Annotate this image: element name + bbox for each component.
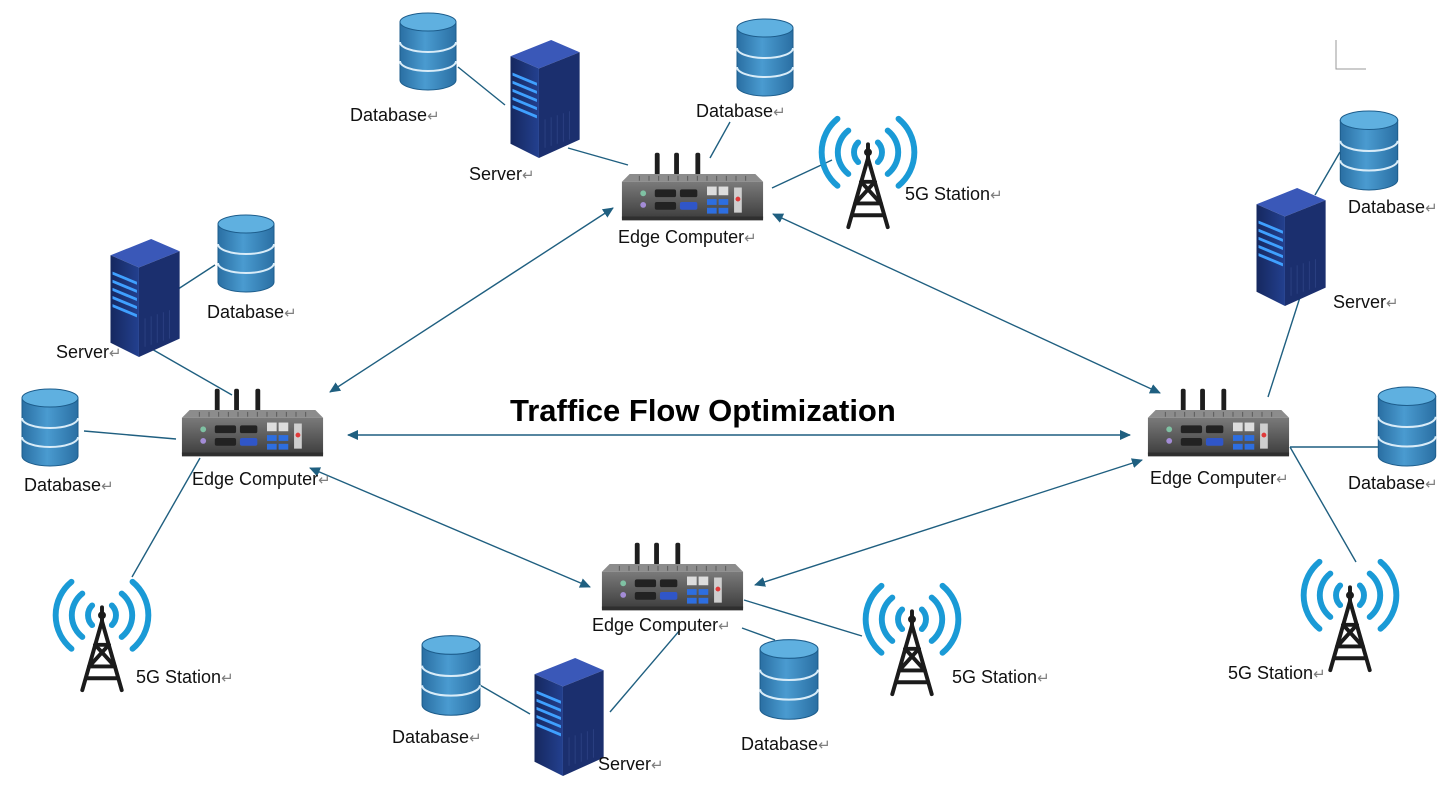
connector-left-server-edge bbox=[149, 347, 233, 396]
connector-left-station-edge bbox=[131, 457, 201, 578]
label-left-5g-station: 5G Station↵ bbox=[136, 667, 234, 687]
label-bottom-database-2: Database↵ bbox=[741, 734, 831, 754]
connector-top-db2-edge bbox=[709, 121, 731, 159]
database-icon bbox=[736, 18, 794, 97]
5g-station-icon bbox=[1304, 562, 1397, 670]
label-bottom-server: Server↵ bbox=[598, 754, 664, 774]
database-icon bbox=[1339, 110, 1399, 191]
label-top-5g-station: 5G Station↵ bbox=[905, 184, 1003, 204]
label-bottom-edge-computer: Edge Computer↵ bbox=[592, 615, 731, 635]
flow-arrow-bottom-right bbox=[754, 458, 1143, 587]
label-top-database-1: Database↵ bbox=[350, 105, 440, 125]
database-icon bbox=[1377, 386, 1437, 467]
label-left-database-2: Database↵ bbox=[24, 475, 114, 495]
database-icon bbox=[399, 12, 457, 91]
connector-top-db1-server bbox=[457, 66, 506, 106]
label-right-5g-station: 5G Station↵ bbox=[1228, 663, 1326, 683]
label-top-edge-computer: Edge Computer↵ bbox=[618, 227, 757, 247]
connector-right-server-edge bbox=[1267, 290, 1303, 398]
label-top-database-2: Database↵ bbox=[696, 101, 786, 121]
page-corner-mark bbox=[1335, 40, 1366, 70]
edge-computer-icon bbox=[621, 152, 764, 221]
connector-right-db1-server bbox=[1314, 151, 1341, 196]
diagram-title: Traffice Flow Optimization bbox=[510, 393, 896, 428]
edge-computer-icon bbox=[1147, 388, 1290, 457]
server-icon bbox=[509, 39, 581, 159]
label-right-database-2: Database↵ bbox=[1348, 473, 1438, 493]
flow-arrow-top-left bbox=[329, 207, 614, 393]
label-bottom-5g-station: 5G Station↵ bbox=[952, 667, 1050, 687]
5g-station-icon bbox=[56, 582, 149, 690]
database-icon bbox=[421, 634, 481, 717]
connector-top-server-edge bbox=[567, 147, 629, 166]
traffic-flow-arrows bbox=[309, 207, 1161, 588]
label-bottom-database-1: Database↵ bbox=[392, 727, 482, 747]
label-right-database-1: Database↵ bbox=[1348, 197, 1438, 217]
5g-station-icon bbox=[822, 119, 915, 227]
server-icon bbox=[109, 238, 181, 358]
connector-lines bbox=[83, 66, 1378, 715]
database-icon bbox=[20, 387, 80, 468]
label-right-edge-computer: Edge Computer↵ bbox=[1150, 468, 1289, 488]
connector-bottom-station-edge bbox=[743, 599, 863, 637]
server-icon bbox=[533, 657, 605, 777]
label-right-server: Server↵ bbox=[1333, 292, 1399, 312]
database-icon bbox=[759, 638, 819, 721]
flow-arrow-top-right bbox=[772, 213, 1161, 394]
connector-bottom-server-edge bbox=[609, 629, 681, 713]
label-left-database-1: Database↵ bbox=[207, 302, 297, 322]
connector-left-db2-edge bbox=[83, 430, 177, 440]
connector-right-station-edge bbox=[1289, 446, 1357, 563]
connector-bottom-db2-edge bbox=[741, 627, 776, 641]
server-icon bbox=[1255, 187, 1327, 307]
edge-computer-icon bbox=[181, 388, 324, 457]
5g-station-icon bbox=[866, 586, 959, 694]
label-left-server: Server↵ bbox=[56, 342, 122, 362]
flow-arrow-left-bottom bbox=[309, 467, 591, 588]
edge-computer-icon bbox=[601, 542, 744, 611]
database-icon bbox=[217, 214, 275, 293]
label-left-edge-computer: Edge Computer↵ bbox=[192, 469, 331, 489]
label-top-server: Server↵ bbox=[469, 164, 535, 184]
connector-bottom-db1-server bbox=[477, 683, 531, 715]
